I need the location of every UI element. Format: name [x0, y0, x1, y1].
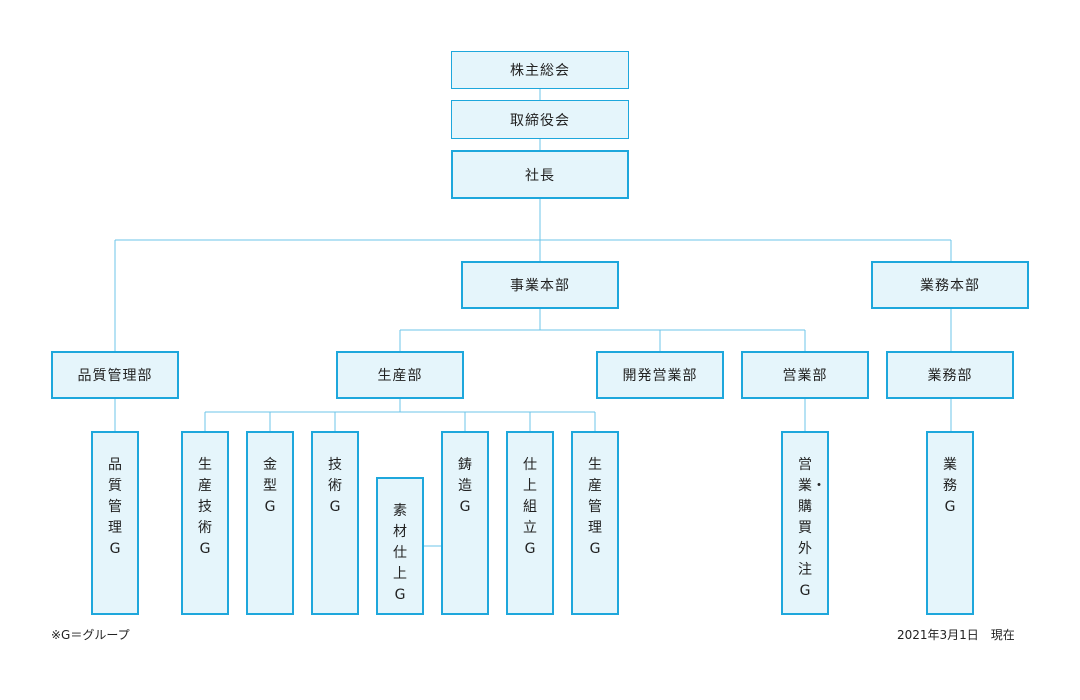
label-group-production-control: 生産管理G [588, 457, 602, 557]
box-president: 社長 [451, 150, 629, 199]
box-operations-dept: 業務部 [886, 351, 1014, 399]
label-group-sales-purchasing: 営業・購買外注G [798, 457, 826, 599]
as-of-date: 2021年3月1日 現在 [897, 628, 1015, 642]
box-sales-dept: 営業部 [741, 351, 869, 399]
box-development-sales-dept: 開発営業部 [596, 351, 724, 399]
box-operations-hq: 業務本部 [871, 261, 1029, 309]
box-group-casting: 鋳造G [441, 431, 489, 615]
box-group-production-control: 生産管理G [571, 431, 619, 615]
box-group-finishing-assembly: 仕上組立G [506, 431, 554, 615]
box-board-of-directors: 取締役会 [451, 100, 629, 139]
label-group-casting: 鋳造G [458, 457, 472, 515]
box-quality-dept: 品質管理部 [51, 351, 179, 399]
box-group-material-finishing: 素材仕上G [376, 477, 424, 615]
legend-note: ※G＝グループ [51, 628, 130, 642]
box-group-quality-control: 品質管理G [91, 431, 139, 615]
box-group-technology: 技術G [311, 431, 359, 615]
box-production-dept: 生産部 [336, 351, 464, 399]
label-group-mold: 金型G [263, 457, 277, 515]
box-shareholders-meeting: 株主総会 [451, 51, 629, 89]
label-group-technology: 技術G [328, 457, 342, 515]
label-group-operations: 業務G [943, 457, 957, 515]
box-group-sales-purchasing: 営業・購買外注G [781, 431, 829, 615]
box-business-hq: 事業本部 [461, 261, 619, 309]
label-group-material-finishing: 素材仕上G [393, 503, 407, 603]
box-group-production-engineering: 生産技術G [181, 431, 229, 615]
label-group-production-engineering: 生産技術G [198, 457, 212, 557]
label-group-quality-control: 品質管理G [108, 457, 122, 557]
box-group-mold: 金型G [246, 431, 294, 615]
box-group-operations: 業務G [926, 431, 974, 615]
label-group-finishing-assembly: 仕上組立G [523, 457, 537, 557]
